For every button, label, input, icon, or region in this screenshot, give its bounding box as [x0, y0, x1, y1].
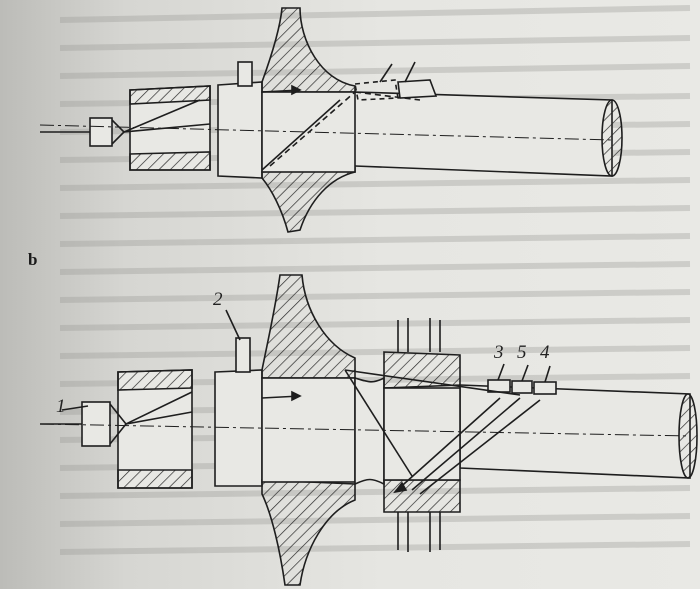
bottom-probe-4: [533, 381, 557, 395]
top-disk-upper: [261, 7, 356, 93]
top-shaft-end: [601, 99, 623, 177]
section-label: b: [28, 250, 38, 269]
bottom-disk-core: [261, 377, 356, 483]
top-collar-hatch-lower: [129, 151, 211, 171]
bottom-probe-1: [81, 401, 111, 447]
top-probe: [89, 117, 113, 147]
callout-5: 5: [517, 342, 527, 363]
bottom-probe-5: [511, 380, 533, 394]
bottom-disk-upper: [261, 274, 356, 379]
top-probe-box: [397, 79, 438, 99]
top-tab: [237, 61, 253, 87]
top-disk-lower: [261, 167, 356, 233]
bottom-tab: [235, 337, 251, 373]
bottom-collar-hatch-upper: [117, 369, 193, 391]
figure-bottom-assembly: [39, 274, 698, 586]
callout-4: 4: [540, 342, 550, 363]
bottom-hub-body: [214, 369, 263, 487]
bottom-disk-lower: [261, 479, 356, 586]
callout-1: 1: [56, 396, 66, 417]
bottom-second-disk-upper: [383, 351, 461, 389]
figure-top-assembly: [39, 7, 623, 233]
bottom-shaft-end: [678, 393, 698, 479]
callout-2: 2: [213, 289, 223, 310]
top-collar-hatch-upper: [129, 85, 211, 105]
bottom-second-disk-lower: [383, 479, 461, 513]
bottom-second-disk-core: [383, 387, 461, 481]
bottom-shaft: [459, 384, 691, 479]
callout-3: 3: [494, 342, 504, 363]
bottom-collar-hatch-lower: [117, 469, 193, 489]
